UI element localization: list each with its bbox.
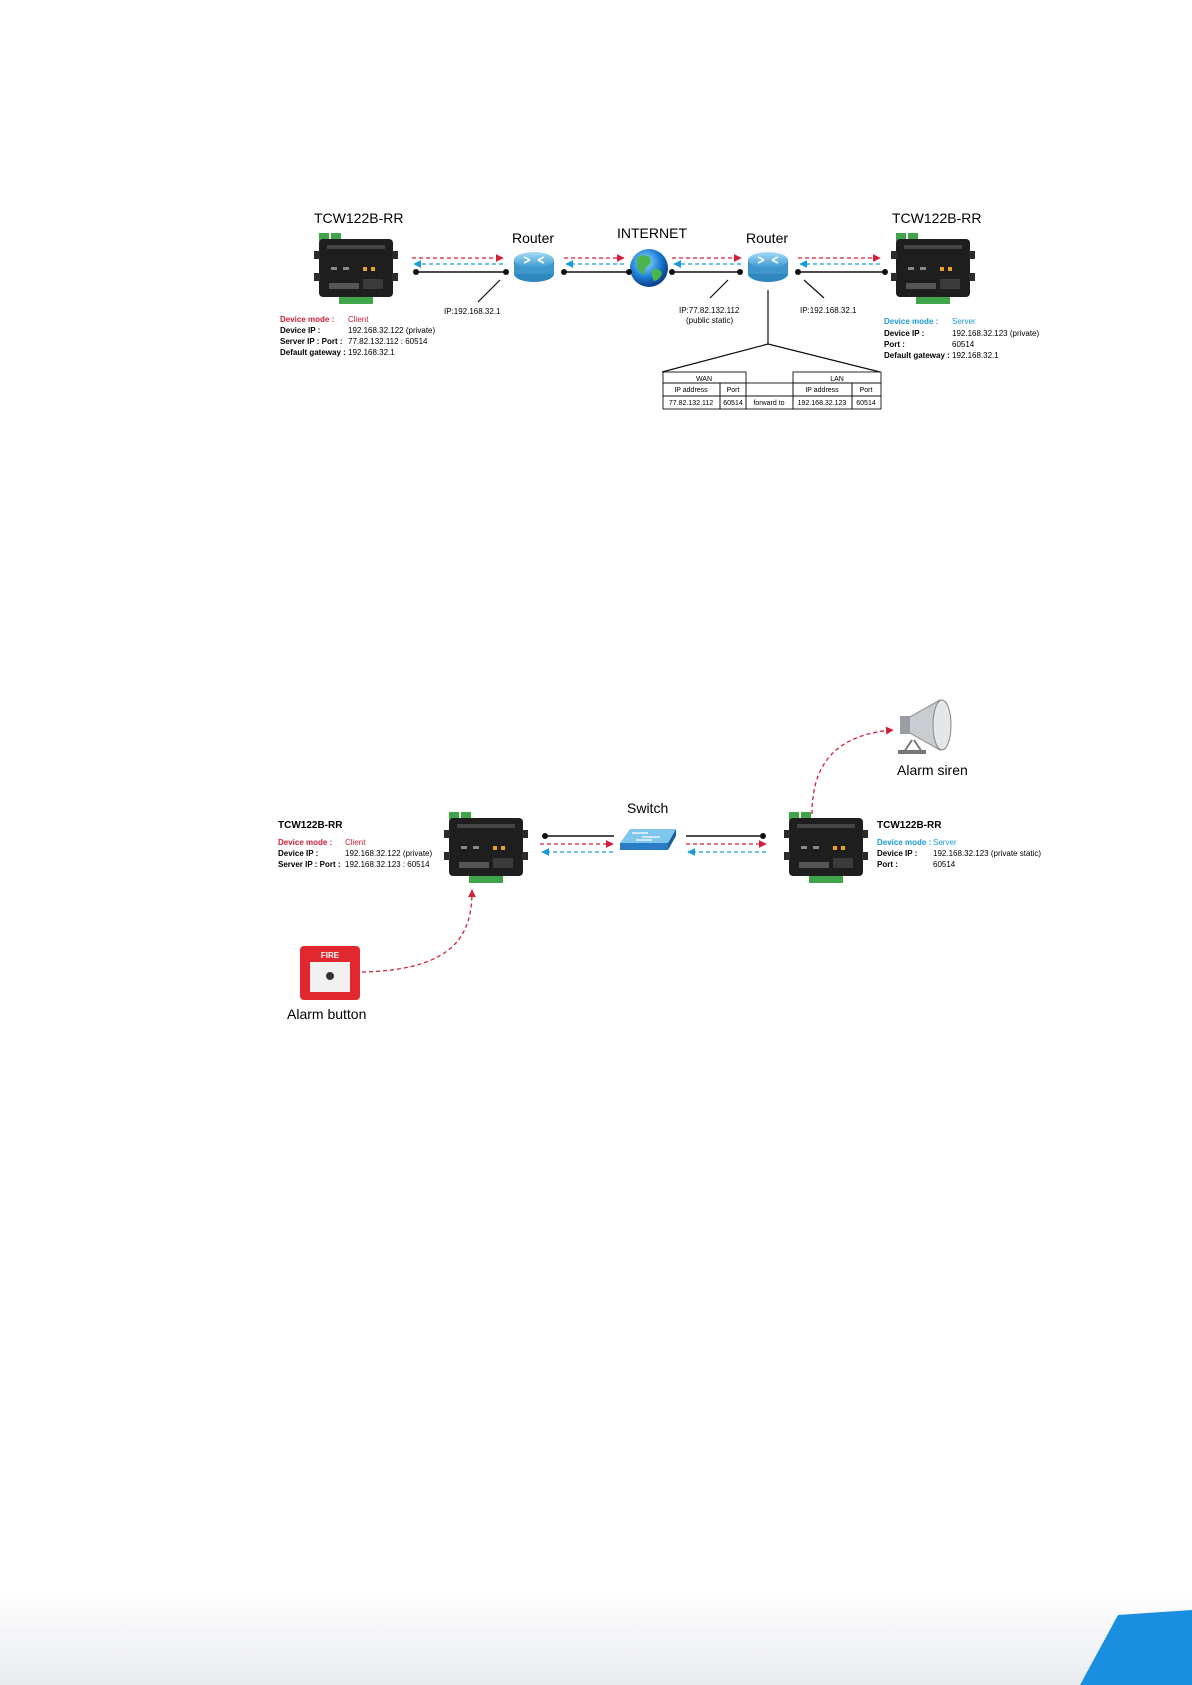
d2-left-server-value: 192.168.32.123 : 60514: [345, 860, 430, 869]
d1-right-gw-label: Default gateway :: [884, 351, 950, 360]
d2-right-ip-label: Device IP :: [877, 849, 917, 858]
d2-right-mode-value: Server: [933, 838, 957, 847]
d2-right-port-label: Port :: [877, 860, 898, 869]
d1-forward-table: [662, 371, 882, 410]
d2-right-ip-value: 192.168.32.123 (private static): [933, 849, 1041, 858]
d2-siren-icon: [898, 699, 952, 754]
d2-right-mode-label: Device mode :: [877, 838, 931, 847]
d1-right-ip-label: Device IP :: [884, 329, 924, 338]
d1-left-server-value: 77.82.132.112 : 60514: [348, 337, 428, 346]
d1-left-mode-value: Client: [348, 315, 369, 324]
d1-table-lan-col-port: Port: [860, 387, 873, 394]
d1-left-router-icon: [513, 251, 555, 283]
d2-fire-text: FIRE: [321, 951, 340, 960]
d1-table-wan-ip: 77.82.132.112: [669, 400, 713, 407]
d2-left-device-title: TCW122B-RR: [278, 820, 343, 831]
d2-left-ip-value: 192.168.32.122 (private): [345, 849, 433, 858]
d1-right-mode-value: Server: [952, 317, 976, 326]
d1-right-ip-value: 192.168.32.123 (private): [952, 329, 1040, 338]
d1-internet-label: INTERNET: [617, 225, 687, 241]
d1-right-port-label: Port :: [884, 340, 905, 349]
d2-left-device-icon: [444, 812, 528, 883]
d1-left-gw-value: 192.168.32.1: [348, 348, 395, 357]
d1-right-router-lan-ip: IP:192.168.32.1: [800, 306, 857, 315]
d1-left-router-label: Router: [512, 230, 554, 246]
d1-left-gw-label: Default gateway :: [280, 348, 346, 357]
d2-left-server-label: Server IP : Port :: [278, 860, 341, 869]
d2-right-device-icon: [784, 812, 868, 883]
d2-right-port-value: 60514: [933, 860, 956, 869]
d1-table-lan-header: LAN: [830, 376, 844, 383]
d1-right-router-icon: [747, 251, 789, 283]
d1-table-lan-ip: 192.168.32.123: [798, 400, 847, 407]
footer-band: [0, 1590, 1192, 1685]
d2-left-mode-label: Device mode :: [278, 838, 332, 847]
d1-right-router-label: Router: [746, 230, 788, 246]
d1-table-wan-header: WAN: [696, 376, 712, 383]
d1-table-lan-port: 60514: [856, 400, 876, 407]
d1-left-mode-label: Device mode :: [280, 315, 334, 324]
d1-right-router-wan-note: (public static): [686, 316, 733, 325]
d1-right-device-title: TCW122B-RR: [892, 210, 981, 226]
d1-globe-icon: [630, 249, 668, 287]
footer-accent: [1080, 1610, 1192, 1685]
d1-left-ip-label: Device IP :: [280, 326, 320, 335]
d2-switch-icon: [620, 829, 676, 850]
d2-left-mode-value: Client: [345, 838, 366, 847]
d1-left-router-ip: IP:192.168.32.1: [444, 307, 501, 316]
d2-alarm-signal: [361, 889, 476, 973]
d1-table-wan-col-ip: IP address: [674, 387, 708, 394]
d1-table-wan-col-port: Port: [727, 387, 740, 394]
d2-right-device-title: TCW122B-RR: [877, 820, 942, 831]
d1-left-device-icon: [314, 233, 398, 304]
d2-alarm-button-icon: FIRE: [300, 946, 360, 1000]
d1-left-device-title: TCW122B-RR: [314, 210, 403, 226]
d1-table-wan-port: 60514: [723, 400, 743, 407]
d2-switch-label: Switch: [627, 800, 668, 816]
d1-table-lan-col-ip: IP address: [805, 387, 839, 394]
d1-right-port-value: 60514: [952, 340, 975, 349]
d1-right-router-wan-ip: IP:77.82.132.112: [679, 306, 740, 315]
d1-right-gw-value: 192.168.32.1: [952, 351, 999, 360]
d1-table-action: forward to: [753, 400, 784, 407]
d1-left-server-label: Server IP : Port :: [280, 337, 343, 346]
d2-siren-label: Alarm siren: [897, 762, 968, 778]
d2-siren-signal: [811, 726, 894, 815]
d2-alarm-button-label: Alarm button: [287, 1006, 366, 1022]
d1-left-ip-value: 192.168.32.122 (private): [348, 326, 436, 335]
d2-left-ip-label: Device IP :: [278, 849, 318, 858]
d1-right-device-icon: [891, 233, 975, 304]
d1-right-mode-label: Device mode :: [884, 317, 938, 326]
